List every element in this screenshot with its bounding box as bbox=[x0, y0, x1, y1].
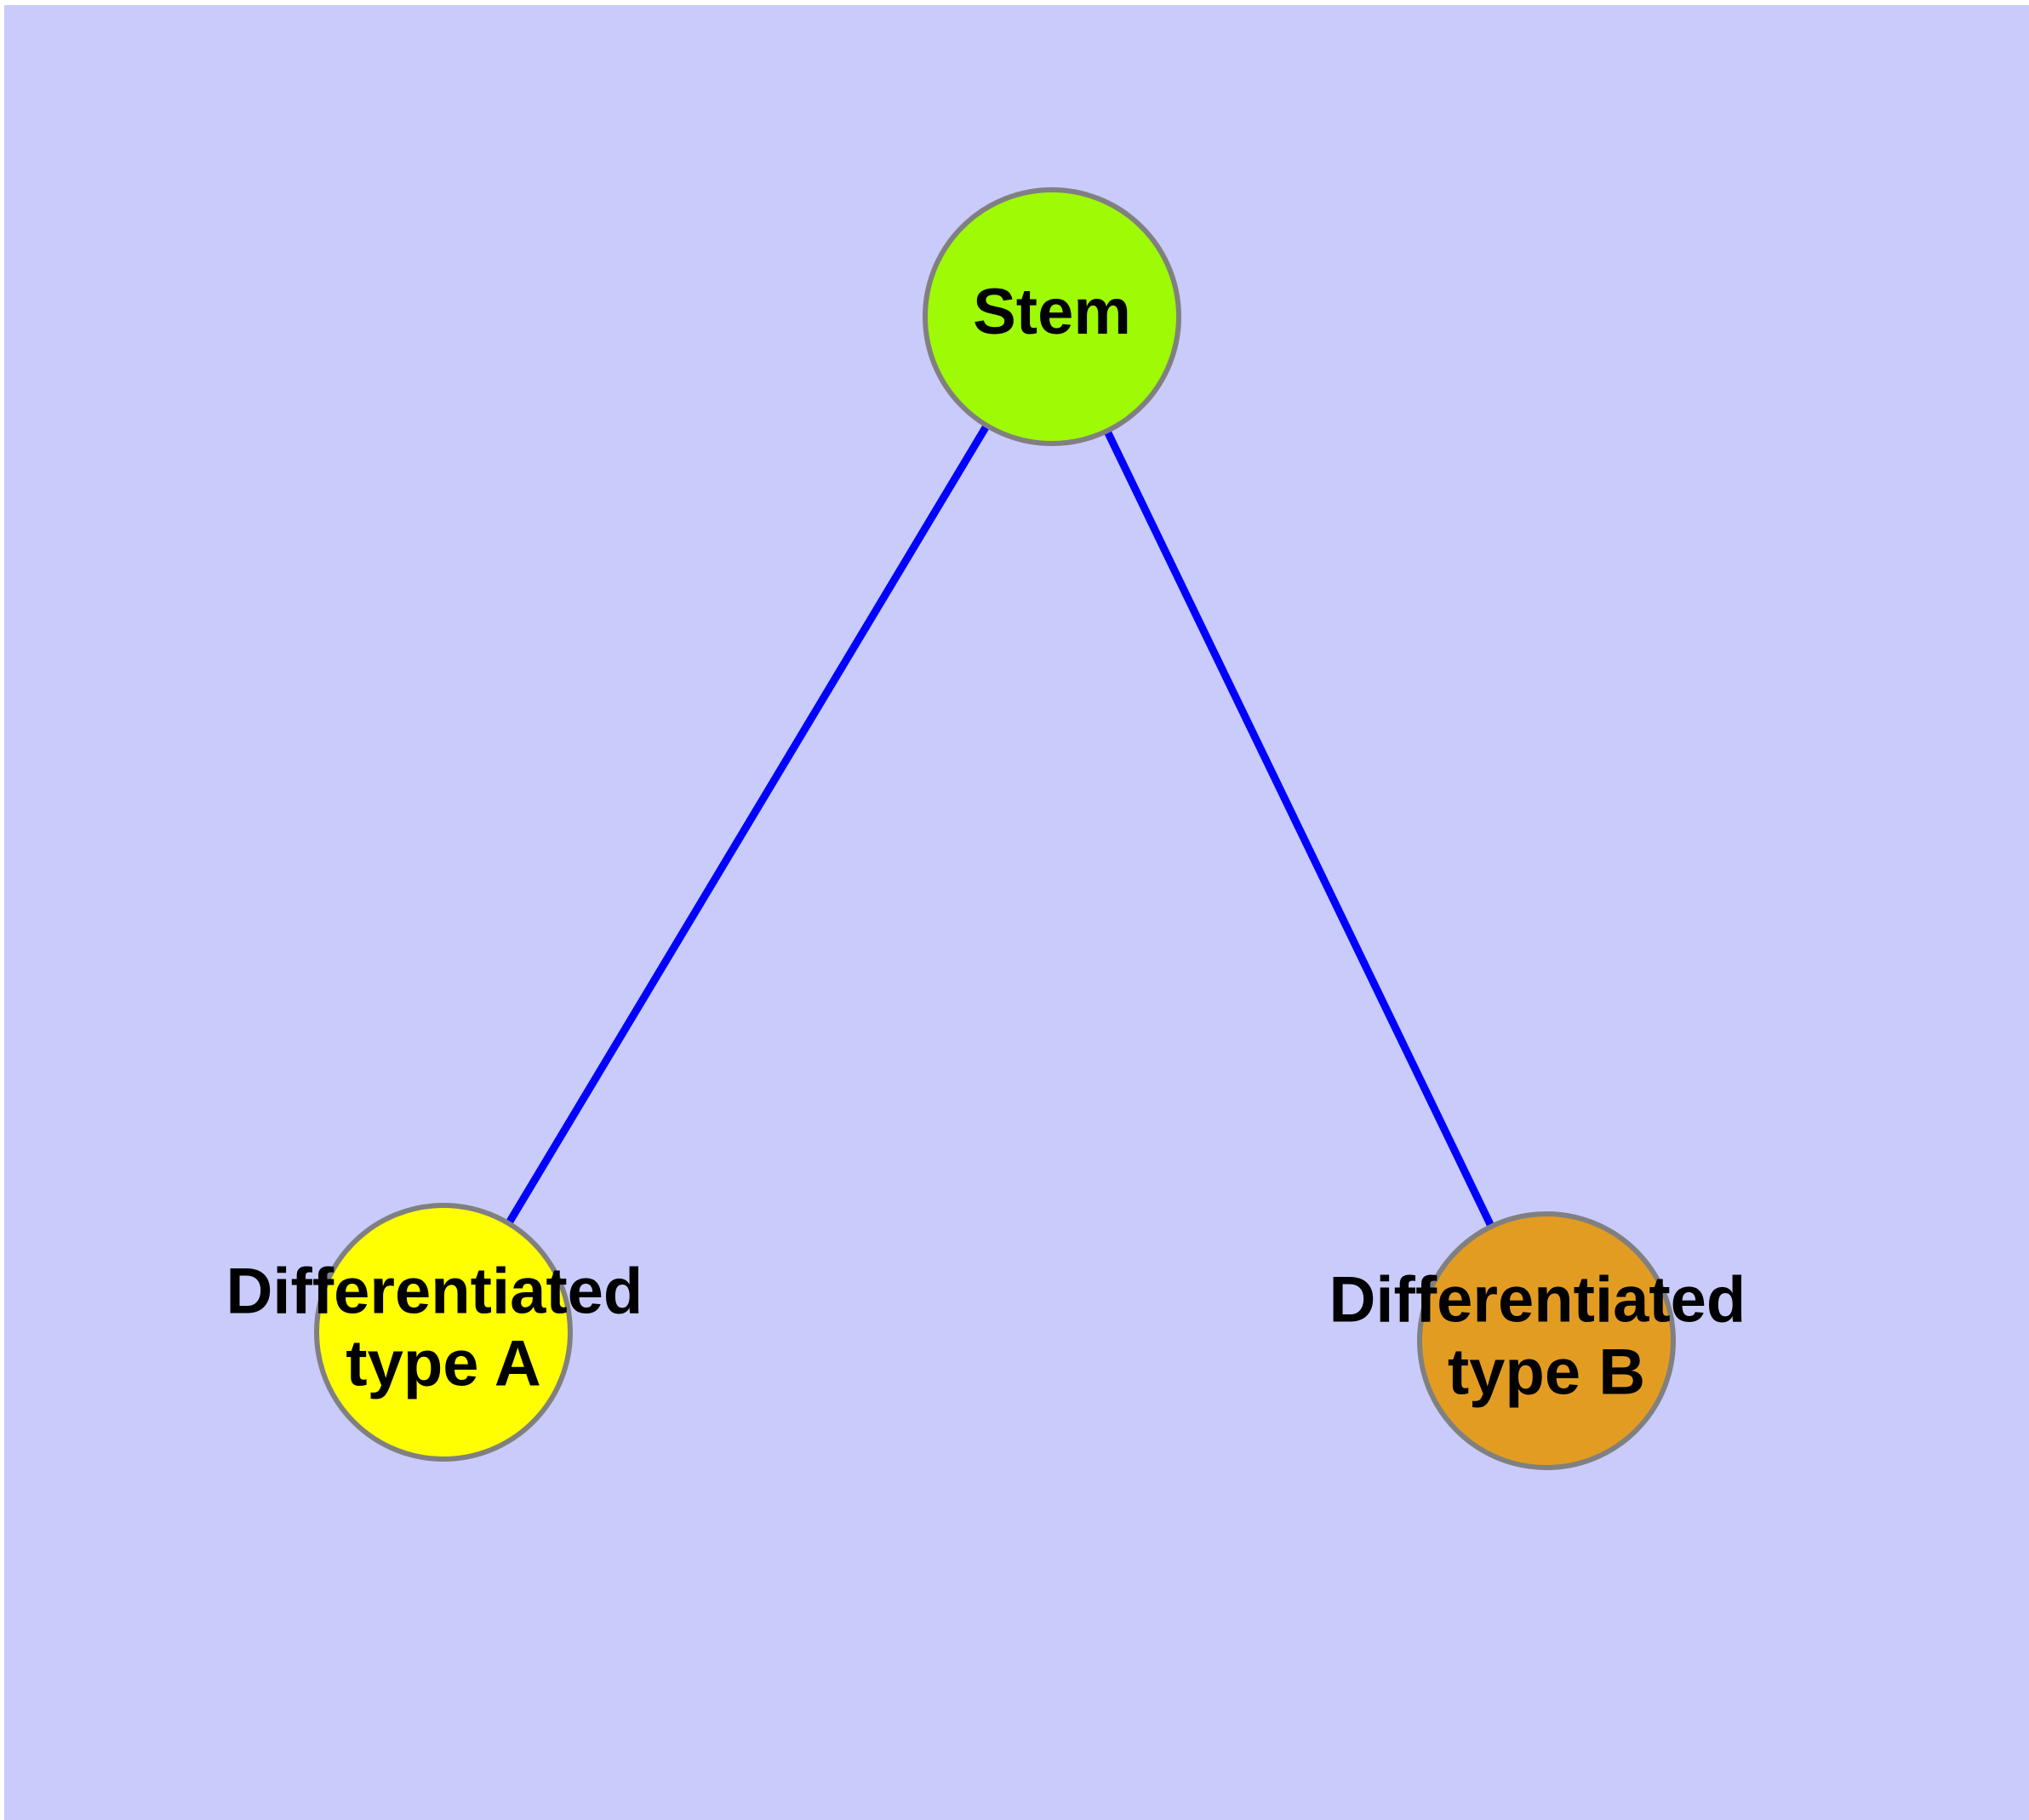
node-diff-b-circle[interactable] bbox=[1417, 1211, 1676, 1470]
node-stem-label-line1: Stem bbox=[973, 276, 1131, 348]
edge-stem-to-diff-a bbox=[440, 314, 1055, 1335]
node-stem-circle[interactable] bbox=[923, 187, 1181, 446]
node-diff-b-label: Differentiated type B bbox=[1329, 1264, 1764, 1409]
edge-layer bbox=[440, 314, 1551, 1342]
node-diff-a-circle[interactable] bbox=[314, 1203, 573, 1462]
node-diff-b-label-line2: type B bbox=[1448, 1336, 1645, 1409]
node-diff-a-label-line2: type A bbox=[346, 1328, 540, 1400]
node-diff-b-label-line1: Differentiated bbox=[1329, 1264, 1746, 1336]
node-stem-label: Stem bbox=[973, 276, 1131, 348]
label-layer: Stem Differentiated type A Differentiate… bbox=[226, 276, 1764, 1409]
node-diff-a-label-line1: Differentiated bbox=[226, 1256, 643, 1328]
node-stem[interactable] bbox=[923, 187, 1181, 446]
node-diff-a[interactable] bbox=[314, 1203, 573, 1462]
node-diff-a-label: Differentiated type A bbox=[226, 1256, 661, 1400]
node-diff-b[interactable] bbox=[1417, 1211, 1676, 1470]
node-layer bbox=[314, 187, 1676, 1470]
edge-stem-to-diff-b bbox=[1048, 315, 1551, 1342]
